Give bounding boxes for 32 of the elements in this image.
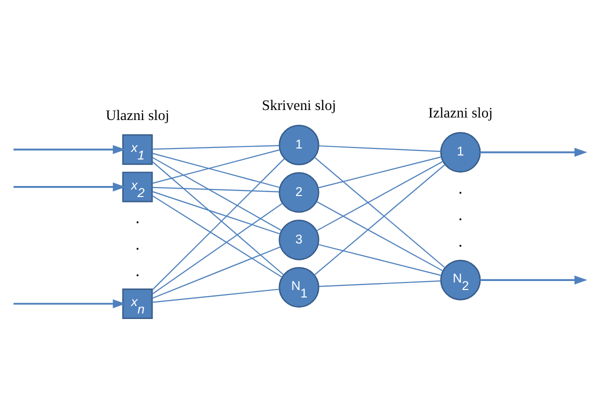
connector: [152, 144, 280, 150]
connector: [152, 194, 282, 278]
node-circle: 2: [278, 172, 320, 212]
connector: [152, 190, 280, 234]
label: .: [135, 260, 140, 280]
arrow: [14, 182, 126, 191]
label: .: [135, 234, 140, 253]
arrow: [480, 147, 588, 156]
connector: [316, 160, 444, 231]
label: Izlazni sloj: [428, 104, 493, 121]
connector: [152, 288, 280, 302]
label: Skriveni sloj: [262, 98, 336, 114]
connector: [318, 156, 442, 188]
connector: [318, 144, 441, 152]
connector: [152, 246, 281, 298]
label: .: [458, 178, 463, 198]
label: Ulazni sloj: [106, 108, 170, 124]
node-circle: 1: [440, 132, 481, 172]
node-circle: 3: [278, 219, 320, 260]
connector: [318, 280, 441, 287]
connector: [152, 202, 283, 294]
arrow: [14, 298, 126, 308]
label: .: [458, 204, 463, 224]
label: .: [458, 231, 463, 250]
connector: [318, 243, 442, 276]
connector: [152, 186, 280, 192]
label: .: [135, 207, 140, 226]
node-circle: 1: [278, 124, 320, 165]
connector: [152, 156, 282, 230]
arrow: [14, 144, 126, 154]
connector: [316, 200, 444, 271]
arrow: [480, 275, 588, 284]
